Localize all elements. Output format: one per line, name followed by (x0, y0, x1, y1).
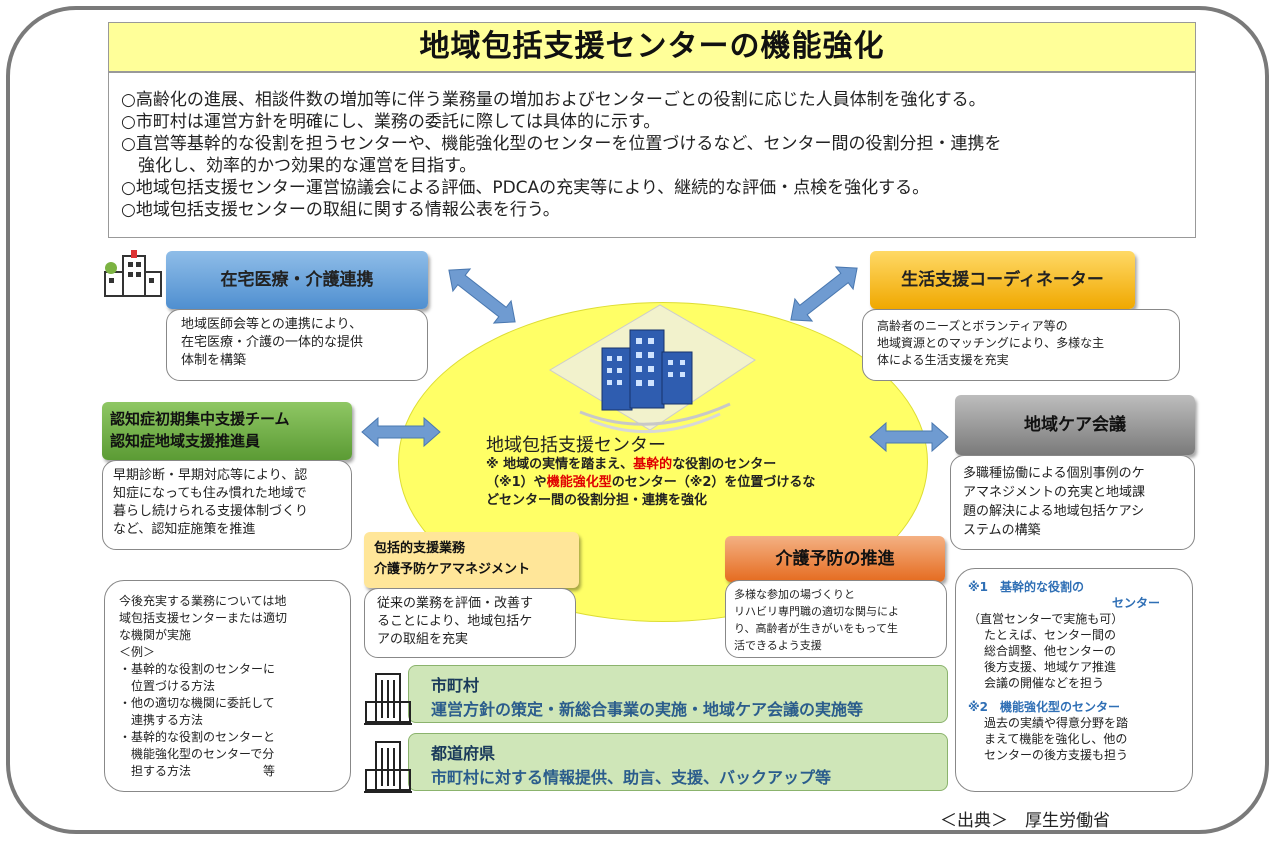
note1-text: 後方支援、地域ケア推進 (984, 660, 1117, 674)
houkatsu-box: 従来の業務を評価・改善す ることにより、地域包括ケ アの取組を充実 (364, 588, 576, 658)
chiiki-care-text: 題の解決による地域包括ケアシ (963, 504, 1145, 519)
note1-text: 会議の開催などを担う (984, 676, 1105, 690)
left-note-text: 域包括支援センターまたは適切 (119, 611, 288, 625)
zaitaku-header: 在宅医療・介護連携 (166, 251, 428, 309)
double-arrow-icon (361, 416, 441, 448)
center-note-text: のセンター（※2）を位置づけるなどセンター間の役割分担・連携を強化 (486, 475, 816, 508)
seikatsu-text: 地域資源とのマッチングにより、多様な主 (877, 336, 1105, 350)
center-note-kikanteki: 基幹的 (633, 457, 673, 472)
chiiki-care-text: アマネジメントの充実と地域課 (963, 485, 1146, 500)
building-icon (549, 304, 756, 434)
ninchisho-header-text: 認知症初期集中支援チーム (110, 410, 290, 428)
center-note-text: ※ 地域の実情を踏まえ、 (486, 457, 634, 472)
summary-line: ○高齢化の進展、相談件数の増加等に伴う業務量の増加およびセンターごとの役割に応じ… (121, 90, 986, 110)
hospital-icon (104, 250, 162, 297)
left-note-text: ・他の適切な機関に委託して (119, 696, 275, 710)
note2-text: まえて機能を強化し、他の (984, 732, 1128, 746)
ninchisho-text: 早期診断・早期対応等により、認 (113, 468, 308, 483)
ninchisho-header: 認知症初期集中支援チーム 認知症地域支援推進員 (102, 402, 352, 460)
ninchisho-text: 暮らし続けられる支援体制づくり (113, 504, 309, 519)
shichoson-bar: 市町村 運営方針の策定・新総合事業の実施・地域ケア会議の実施等 (408, 665, 948, 723)
shichoson-title: 市町村 (431, 676, 480, 695)
note1-text: （直営センターで実施も可） (968, 612, 1124, 626)
kaigo-yobo-text: リハビリ専門職の適切な関与によ (734, 605, 899, 618)
prefecture-office-icon (364, 741, 412, 793)
double-arrow-icon (448, 268, 516, 324)
summary-line: ○直営等基幹的な役割を担うセンターや、機能強化型のセンターを位置づけるなど、セン… (121, 134, 1002, 154)
right-note-box: ※1 基幹的な役割の センター （直営センターで実施も可） たとえば、センター間… (955, 568, 1193, 792)
houkatsu-header: 包括的支援業務 介護予防ケアマネジメント (364, 532, 579, 588)
houkatsu-header-text: 包括的支援業務 (374, 541, 466, 556)
center-note-text: な役割のセンター（※1）や (486, 457, 777, 490)
outer-frame (6, 6, 1269, 834)
zaitaku-text: 地域医師会等との連携により、 (181, 317, 363, 332)
houkatsu-header-text: 介護予防ケアマネジメント (374, 562, 531, 577)
seikatsu-header: 生活支援コーディネーター (870, 251, 1135, 309)
todofuken-title: 都道府県 (431, 744, 496, 763)
kaigo-yobo-text: 多様な参加の場づくりと (734, 588, 855, 601)
shichoson-desc: 運営方針の策定・新総合事業の実施・地域ケア会議の実施等 (431, 700, 864, 719)
todofuken-desc: 市町村に対する情報提供、助言、支援、バックアップ等 (431, 768, 832, 787)
center-title: 地域包括支援センター (486, 435, 666, 456)
kaigo-yobo-box: 多様な参加の場づくりと リハビリ専門職の適切な関与によ り、高齢者が生きがいをも… (725, 580, 947, 658)
double-arrow-icon (869, 421, 949, 453)
city-hall-icon (364, 673, 412, 725)
note1-text: たとえば、センター間の (984, 628, 1117, 642)
left-note-text: 今後充実する業務については地 (119, 594, 287, 608)
left-note-box: 今後充実する業務については地 域包括支援センターまたは適切 な機関が実施 ＜例＞… (104, 580, 351, 792)
ninchisho-header-text: 認知症地域支援推進員 (110, 432, 261, 450)
note1-title: センター (1111, 596, 1160, 610)
seikatsu-text: 高齢者のニーズとボランティア等の (877, 319, 1068, 333)
summary-line: ○地域包括支援センターの取組に関する情報公表を行う。 (121, 200, 560, 220)
kaigo-yobo-text: り、高齢者が生きがいをもって生 (734, 622, 899, 635)
page-title: 地域包括支援センターの機能強化 (108, 22, 1196, 72)
note2-title: ※2 機能強化型のセンター (968, 700, 1121, 714)
left-note-text: ・基幹的な役割のセンターに (119, 662, 276, 676)
seikatsu-text: 体による生活支援を充実 (877, 353, 1009, 367)
note1-text: 総合調整、他センターの (984, 644, 1117, 658)
note2-text: 過去の実績や得意分野を踏 (984, 716, 1129, 730)
left-note-text: 担する方法 等 (119, 764, 276, 778)
kaigo-yobo-text: 活できるよう支援 (734, 639, 822, 652)
zaitaku-box: 地域医師会等との連携により、 在宅医療・介護の一体的な提供 体制を構築 (166, 309, 428, 381)
note2-text: センターの後方支援も担う (984, 748, 1129, 762)
left-note-text: ・基幹的な役割のセンターと (119, 730, 276, 744)
left-note-text: な機関が実施 (119, 628, 192, 642)
houkatsu-text: アの取組を充実 (377, 632, 469, 647)
note1-title: ※1 基幹的な役割の (968, 580, 1085, 594)
summary-line: 強化し、効率的かつ効果的な運営を目指す。 (121, 156, 477, 176)
chiiki-care-box: 多職種協働による個別事例のケ アマネジメントの充実と地域課 題の解決による地域包… (950, 455, 1195, 550)
kaigo-yobo-header: 介護予防の推進 (725, 536, 945, 582)
ninchisho-text: など、認知症施策を推進 (113, 522, 256, 537)
center-note-kinoukyouka: 機能強化型 (546, 475, 612, 490)
double-arrow-icon (790, 266, 858, 322)
summary-line: ○地域包括支援センター運営協議会による評価、PDCAの充実等により、継続的な評価… (121, 178, 930, 198)
chiiki-care-text: ステムの構築 (963, 523, 1041, 538)
ninchisho-text: 知症になっても住み慣れた地域で (113, 486, 307, 501)
todofuken-bar: 都道府県 市町村に対する情報提供、助言、支援、バックアップ等 (408, 733, 948, 791)
chiiki-care-text: 多職種協働による個別事例のケ (963, 466, 1145, 481)
summary-line: ○市町村は運営方針を明確にし、業務の委託に際しては具体的に示す。 (121, 112, 661, 132)
ninchisho-box: 早期診断・早期対応等により、認 知症になっても住み慣れた地域で 暮らし続けられる… (102, 460, 352, 550)
left-note-text: ＜例＞ (119, 645, 156, 659)
zaitaku-text: 在宅医療・介護の一体的な提供 (181, 335, 364, 350)
seikatsu-box: 高齢者のニーズとボランティア等の 地域資源とのマッチングにより、多様な主 体によ… (862, 309, 1180, 381)
left-note-text: 連携する方法 (119, 713, 204, 727)
houkatsu-text: 従来の業務を評価・改善す (377, 596, 534, 611)
chiiki-care-header: 地域ケア会議 (955, 395, 1195, 455)
center-note: ※ 地域の実情を踏まえ、基幹的な役割のセンター（※1）や機能強化型のセンター（※… (486, 456, 816, 510)
left-note-text: 位置づける方法 (119, 679, 216, 693)
summary-box: ○高齢化の進展、相談件数の増加等に伴う業務量の増加およびセンターごとの役割に応じ… (108, 72, 1196, 238)
zaitaku-text: 体制を構築 (181, 353, 247, 368)
source-citation: ＜出典＞ 厚生労働省 (940, 811, 1110, 831)
left-note-text: 機能強化型のセンターで分 (119, 747, 275, 761)
houkatsu-text: ることにより、地域包括ケ (377, 614, 533, 629)
